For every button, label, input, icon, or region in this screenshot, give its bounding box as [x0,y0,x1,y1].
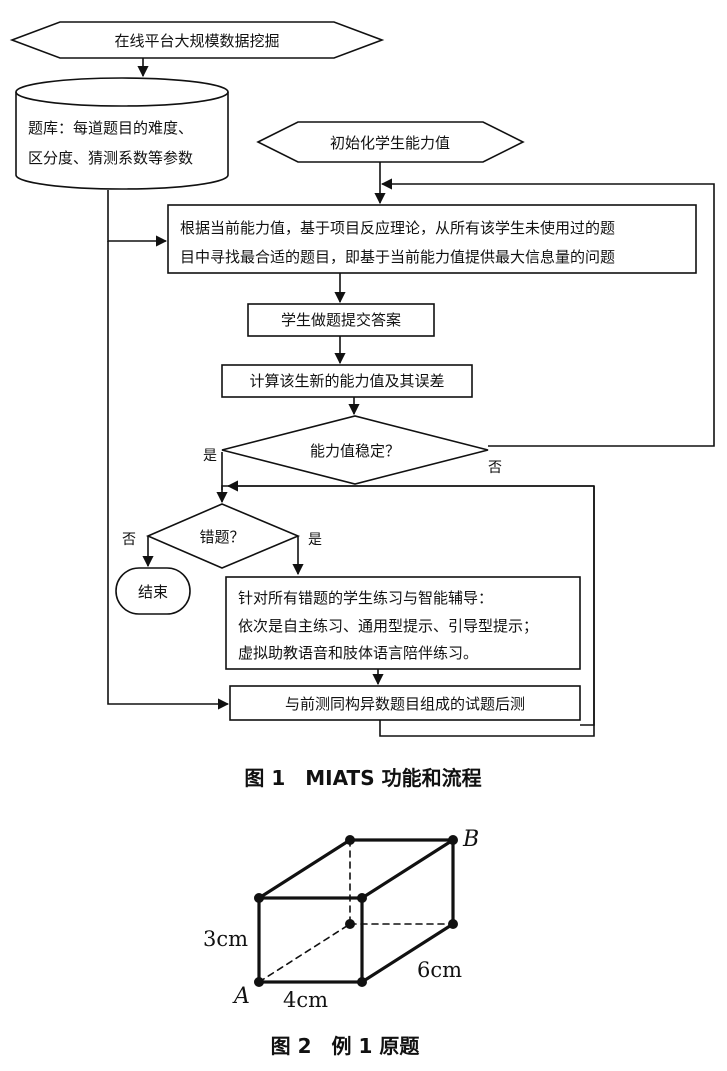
figure2-caption: 图 2 例 1 原题 [271,1034,421,1058]
width-label: 4cm [283,988,328,1012]
vertex-back-bottom-left [345,919,355,929]
posttest-text: 与前测同构异数题目组成的试题后测 [285,695,525,713]
select-question-box [167,204,697,274]
arrow-bank-to-posttest [107,241,230,710]
wrong-question-text: 错题？ [199,528,244,546]
init-text: 初始化学生能力值 [330,134,450,152]
vertex-front-bottom-right [357,977,367,987]
posttest-loop-line [379,486,595,737]
start-hexagon [9,21,385,59]
tutor-text-line3: 虚拟助教语音和肢体语言陪伴练习。 [238,644,478,662]
cuboid-vertices [254,835,458,987]
vertex-back-top-left [345,835,355,845]
wrong-yes-label: 是 [308,532,322,548]
posttest-box [229,685,581,721]
vertex-a [254,977,264,987]
depth-label: 6cm [417,958,462,982]
compute-box [221,364,473,398]
stable-no-label: 否 [488,460,502,476]
vertex-back-bottom-right [448,919,458,929]
tutoring-box [225,576,581,670]
vertex-b [448,835,458,845]
stable-decision-diamond [221,415,489,485]
start-text: 在线平台大规模数据挖掘 [114,32,279,50]
question-bank-cylinder [15,77,229,190]
compute-text: 计算该生新的能力值及其误差 [249,372,444,390]
vertex-front-top-left [254,893,264,903]
vertex-front-top-right [357,893,367,903]
stable-question-text: 能力值稳定？ [310,442,400,460]
cuboid-figure [257,838,455,984]
answer-box [247,303,435,337]
hidden-edge-diagonal [258,923,351,983]
stable-yes-label: 是 [203,448,217,464]
edge-top-left [257,838,352,900]
select-text-line1: 根据当前能力值，基于项目反应理论，从所有该学生未使用过的题 [180,219,615,237]
bank-text-line2: 区分度、猜测系数等参数 [28,149,193,167]
end-terminal [115,567,191,615]
answer-text: 学生做题提交答案 [281,311,401,329]
select-text-line2: 目中寻找最合适的题目，即基于当前能力值提供最大信息量的问题 [180,248,615,266]
figure1-caption: 图 1 MIATS 功能和流程 [244,766,481,790]
tutor-text-line2: 依次是自主练习、通用型提示、引导型提示； [238,617,538,635]
height-label: 3cm [203,927,248,951]
cuboid-front-face [257,896,364,984]
wrong-no-label: 否 [122,532,136,548]
bank-text-line1: 题库：每道题目的难度、 [28,119,193,137]
flowchart [9,21,715,737]
end-text: 结束 [138,583,168,601]
tutor-text-line1: 针对所有错题的学生练习与智能辅导： [238,589,493,607]
question-bank-top-arc [15,91,229,107]
edge-bottom-right [360,922,455,984]
point-a-label: A [232,984,250,1009]
init-hexagon [256,121,525,163]
edge-top-right [360,838,455,900]
arrow-stable-no-loop [380,178,715,447]
point-b-label: B [462,827,479,852]
arrow-bank-to-select [107,190,168,247]
